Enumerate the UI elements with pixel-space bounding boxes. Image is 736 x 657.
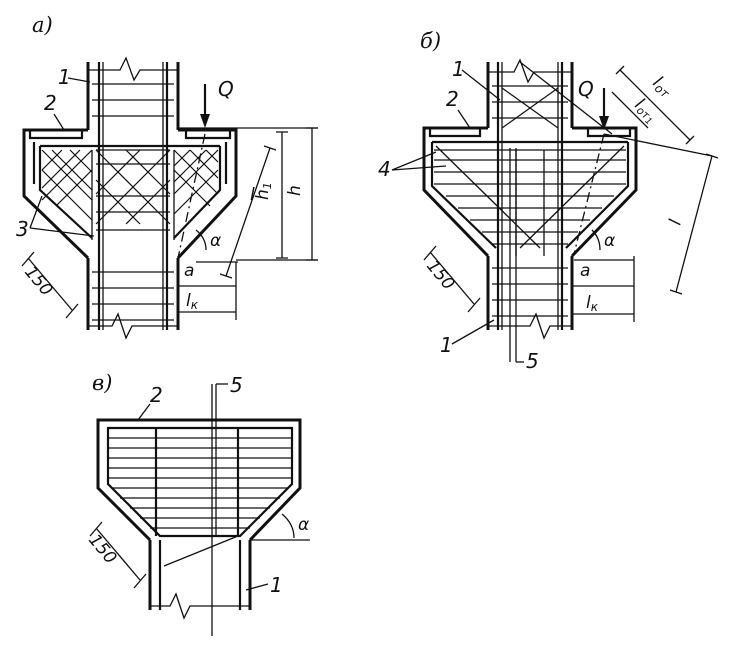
- panel-a-dim-a-lk: a lк: [178, 261, 237, 320]
- svg-text:1: 1: [452, 57, 465, 81]
- panel-b-label: б): [420, 29, 441, 53]
- panel-b: б): [378, 29, 719, 373]
- panel-a-load-arrow: Q: [200, 77, 234, 128]
- svg-text:α: α: [604, 231, 615, 251]
- svg-text:a: a: [580, 261, 590, 281]
- svg-text:lк: lк: [586, 293, 599, 314]
- svg-text:h1: h1: [253, 182, 274, 200]
- panel-v-dim-150: 150: [84, 521, 147, 589]
- panel-b-dim-a-lk: a lк: [572, 256, 635, 322]
- panel-a-label: a): [32, 13, 53, 37]
- panel-v-bracket: [96, 418, 302, 567]
- svg-text:2: 2: [44, 91, 57, 115]
- panel-a-dim-150: 150: [20, 251, 79, 319]
- svg-text:l: l: [250, 185, 255, 205]
- svg-text:Q: Q: [578, 77, 594, 101]
- panel-v-callout-column-leader: [245, 583, 269, 591]
- svg-text:150: 150: [422, 256, 458, 294]
- svg-text:α: α: [210, 231, 221, 251]
- svg-text:1: 1: [58, 65, 71, 89]
- svg-text:l: l: [666, 217, 687, 227]
- panel-v-callout-plate: 2: [150, 383, 163, 407]
- svg-text:1: 1: [440, 333, 453, 357]
- svg-text:5: 5: [526, 349, 539, 373]
- panel-a-bracket: [22, 128, 238, 260]
- panel-v-angle-alpha: α: [250, 513, 310, 541]
- panel-a: a): [16, 13, 318, 340]
- svg-text:h: h: [285, 185, 305, 196]
- panel-a-dim-h: h: [178, 127, 318, 261]
- svg-text:150: 150: [20, 262, 56, 300]
- svg-text:5: 5: [230, 373, 243, 397]
- svg-text:lк: lк: [186, 291, 199, 312]
- panel-v-callout-plate-leader: [137, 403, 151, 421]
- panel-v: в) 5 2 1: [84, 371, 310, 636]
- svg-text:4: 4: [378, 157, 391, 181]
- panel-b-load-arrow: Q: [578, 77, 609, 130]
- panel-v-axis-5: 5: [211, 373, 243, 636]
- panel-a-load-line: [177, 133, 206, 259]
- panel-a-dim-l: l: [219, 145, 277, 279]
- panel-b-bracket: [422, 61, 638, 258]
- svg-text:2: 2: [446, 87, 459, 111]
- panel-b-column: [486, 58, 574, 340]
- panel-a-angle-alpha: α: [195, 229, 221, 251]
- svg-text:lот1: lот1: [629, 95, 662, 128]
- panel-a-load-label: Q: [218, 77, 234, 101]
- svg-text:α: α: [298, 515, 309, 535]
- svg-text:lот: lот: [648, 73, 677, 102]
- panel-b-dim-l: l: [603, 133, 719, 295]
- svg-text:a: a: [184, 261, 194, 281]
- panel-v-callout-column: 1: [270, 573, 283, 597]
- panel-a-callouts: 1 2 3: [16, 65, 95, 241]
- panel-b-dim-lot: lот lот1: [611, 65, 695, 145]
- svg-text:3: 3: [16, 217, 29, 241]
- panel-b-load-line: [573, 133, 605, 255]
- panel-b-callouts: 1 2 4 1: [378, 57, 501, 357]
- panel-a-dim-h1: h1: [253, 131, 288, 259]
- panel-b-dim-150: 150: [422, 245, 481, 313]
- panel-b-axis-5: 5: [509, 148, 539, 373]
- panel-a-column: [86, 56, 180, 340]
- panel-v-column: [148, 540, 252, 620]
- panel-b-angle-alpha: α: [591, 229, 615, 251]
- svg-text:150: 150: [84, 530, 120, 568]
- panel-v-label: в): [92, 371, 112, 395]
